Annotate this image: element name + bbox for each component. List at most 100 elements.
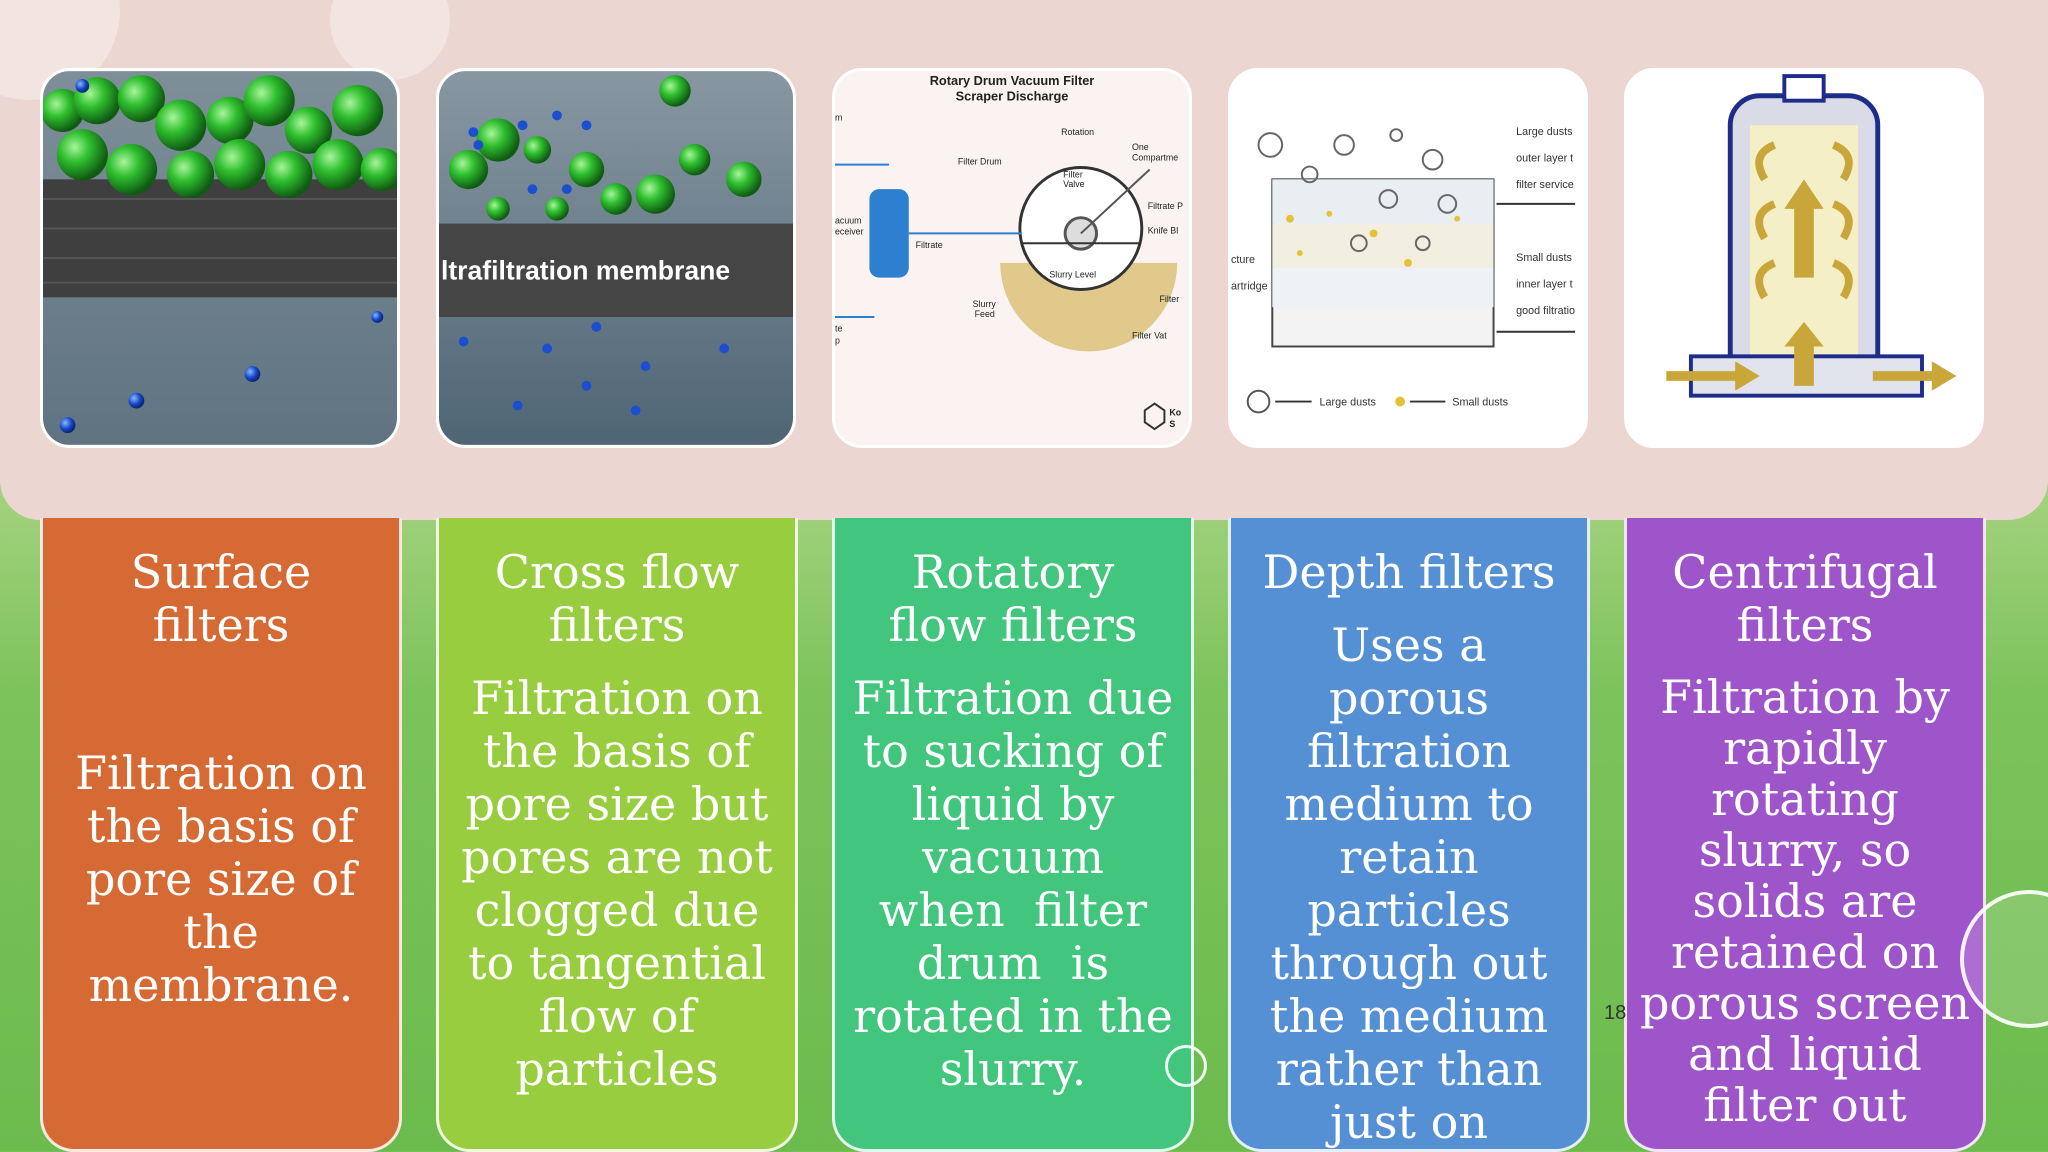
label-vacuum: acuum bbox=[835, 216, 862, 226]
ultrafiltration-caption: ltrafiltration membrane bbox=[441, 256, 730, 286]
surface-filter-membrane-image bbox=[40, 68, 400, 448]
desc-line: rotating bbox=[1711, 772, 1899, 826]
label-one: One bbox=[1132, 142, 1149, 152]
label-p: p bbox=[835, 336, 840, 346]
desc-line: membrane. bbox=[88, 958, 354, 1012]
legend-small-dusts: Small dusts bbox=[1452, 397, 1508, 409]
label-filter-service: filter service bbox=[1516, 179, 1574, 191]
desc-line: retained on bbox=[1670, 925, 1940, 979]
desc-line: Filtration on bbox=[471, 671, 763, 725]
card-title: Cross flow filters bbox=[453, 546, 781, 652]
title-line: flow filters bbox=[888, 598, 1138, 652]
desc-line: vacuum bbox=[921, 830, 1105, 884]
card-rotatory-flow-filters: Rotatory flow filters Filtration due to … bbox=[832, 518, 1194, 1152]
desc-line: Uses a bbox=[1331, 618, 1487, 672]
slide-page-number: 18 bbox=[1604, 1002, 1627, 1024]
label-large-dusts: Large dusts bbox=[1516, 126, 1573, 138]
desc-line: rather than bbox=[1275, 1042, 1543, 1096]
title-line: Depth filters bbox=[1262, 545, 1556, 599]
desc-line: the bbox=[183, 905, 259, 959]
desc-line: porous screen bbox=[1639, 976, 1971, 1030]
desc-line: to sucking of bbox=[862, 724, 1164, 778]
desc-line: filter out bbox=[1703, 1078, 1907, 1132]
desc-line: when filter bbox=[878, 883, 1148, 937]
depth-filter-diagram-image: Large dusts outer layer t filter service… bbox=[1228, 68, 1588, 448]
desc-line: slurry. bbox=[939, 1042, 1087, 1096]
desc-line: particles bbox=[515, 1042, 719, 1096]
label-inner-layer: inner layer t bbox=[1516, 279, 1572, 291]
label-good-filtration: good filtratio bbox=[1516, 305, 1575, 317]
desc-line: retain bbox=[1339, 830, 1479, 884]
label-small-dusts: Small dusts bbox=[1516, 252, 1572, 264]
card-title: Depth filters bbox=[1245, 546, 1573, 599]
card-description: Uses a porous filtration medium to retai… bbox=[1241, 619, 1577, 1149]
label-ko: Ko bbox=[1169, 407, 1181, 417]
label-s: S bbox=[1169, 419, 1175, 429]
label-slurry-level: Slurry Level bbox=[1049, 270, 1096, 280]
rotary-drum-vacuum-filter-image: Rotary Drum Vacuum Filter Scraper Discha… bbox=[832, 68, 1192, 448]
desc-line: filtration bbox=[1307, 724, 1511, 778]
card-cross-flow-filters: Cross flow filters Filtration on the bas… bbox=[436, 518, 798, 1152]
desc-line: porous bbox=[1328, 671, 1490, 725]
title-line: filters bbox=[1736, 598, 1874, 652]
desc-line: rapidly bbox=[1723, 721, 1887, 775]
desc-line: solids are bbox=[1692, 874, 1918, 928]
desc-line: particles bbox=[1307, 883, 1511, 937]
ultrafiltration-membrane-image: ltrafiltration membrane bbox=[436, 68, 796, 448]
title-line: filters bbox=[152, 598, 290, 652]
desc-line: drum is bbox=[916, 936, 1110, 990]
rotary-diagram-title-1: Rotary Drum Vacuum Filter bbox=[930, 73, 1095, 88]
label-rotation: Rotation bbox=[1061, 127, 1094, 137]
desc-line: medium to bbox=[1284, 777, 1534, 831]
desc-line: the basis of bbox=[86, 799, 356, 853]
title-line: Cross flow bbox=[494, 545, 740, 599]
label-filter: Filter bbox=[1063, 169, 1083, 179]
desc-line: to tangential bbox=[468, 936, 766, 990]
desc-line: liquid by bbox=[911, 777, 1115, 831]
decorative-small-bubble-icon bbox=[1165, 1045, 1207, 1087]
title-line: Centrifugal bbox=[1672, 545, 1938, 599]
logo-hexagon-icon bbox=[1143, 402, 1166, 431]
rotary-diagram-title-2: Scraper Discharge bbox=[956, 89, 1069, 104]
desc-line: flow of bbox=[538, 989, 696, 1043]
desc-line: Filtration by bbox=[1660, 670, 1950, 724]
label-slurry: Slurry bbox=[973, 299, 997, 309]
label-knife-blade: Knife Bl bbox=[1148, 225, 1179, 235]
card-description: Filtration due to sucking of liquid by v… bbox=[845, 672, 1181, 1096]
desc-line: Filtration due bbox=[852, 671, 1174, 725]
label-m: m bbox=[835, 112, 842, 122]
card-description: Filtration on the basis of pore size of … bbox=[53, 747, 389, 1012]
title-line: filters bbox=[548, 598, 686, 652]
desc-line: the basis of bbox=[482, 724, 752, 778]
label-outer-layer: outer layer t bbox=[1516, 153, 1573, 165]
desc-line: slurry, so bbox=[1698, 823, 1912, 877]
label-valve: Valve bbox=[1063, 179, 1085, 189]
centrifugal-filter-diagram-image bbox=[1624, 68, 1984, 448]
card-description: Filtration by rapidly rotating slurry, s… bbox=[1637, 672, 1973, 1131]
card-centrifugal-filters: Centrifugal filters Filtration by rapidl… bbox=[1624, 518, 1986, 1152]
card-title: Centrifugal filters bbox=[1641, 546, 1969, 652]
label-filter-drum: Filter Drum bbox=[958, 157, 1002, 167]
desc-line: the medium bbox=[1269, 989, 1549, 1043]
label-filtrate-pipe: Filtrate P bbox=[1148, 201, 1183, 211]
label-feed: Feed bbox=[975, 309, 995, 319]
card-title: Rotatory flow filters bbox=[849, 546, 1177, 652]
desc-line: pore size but bbox=[465, 777, 769, 831]
label-filter-vat: Filter Vat bbox=[1132, 331, 1167, 341]
desc-line: just on bbox=[1330, 1095, 1488, 1149]
title-line: Rotatory bbox=[911, 545, 1115, 599]
label-compartment: Compartme bbox=[1132, 153, 1178, 163]
label-filter-2: Filter bbox=[1160, 294, 1180, 304]
desc-line: through out bbox=[1270, 936, 1548, 990]
desc-line: pores are not bbox=[461, 830, 773, 884]
label-receiver: eceiver bbox=[835, 226, 864, 236]
card-depth-filters: Depth filters Uses a porous filtration m… bbox=[1228, 518, 1590, 1152]
title-line: Surface bbox=[130, 545, 312, 599]
label-te: te bbox=[835, 324, 842, 334]
desc-line: pore size of bbox=[85, 852, 357, 906]
card-surface-filters: Surface filters Filtration on the basis … bbox=[40, 518, 402, 1152]
desc-line: Filtration on bbox=[75, 746, 367, 800]
card-title: Surface filters bbox=[57, 546, 385, 652]
label-cture: cture bbox=[1231, 254, 1255, 266]
desc-line: and liquid bbox=[1688, 1027, 1922, 1081]
